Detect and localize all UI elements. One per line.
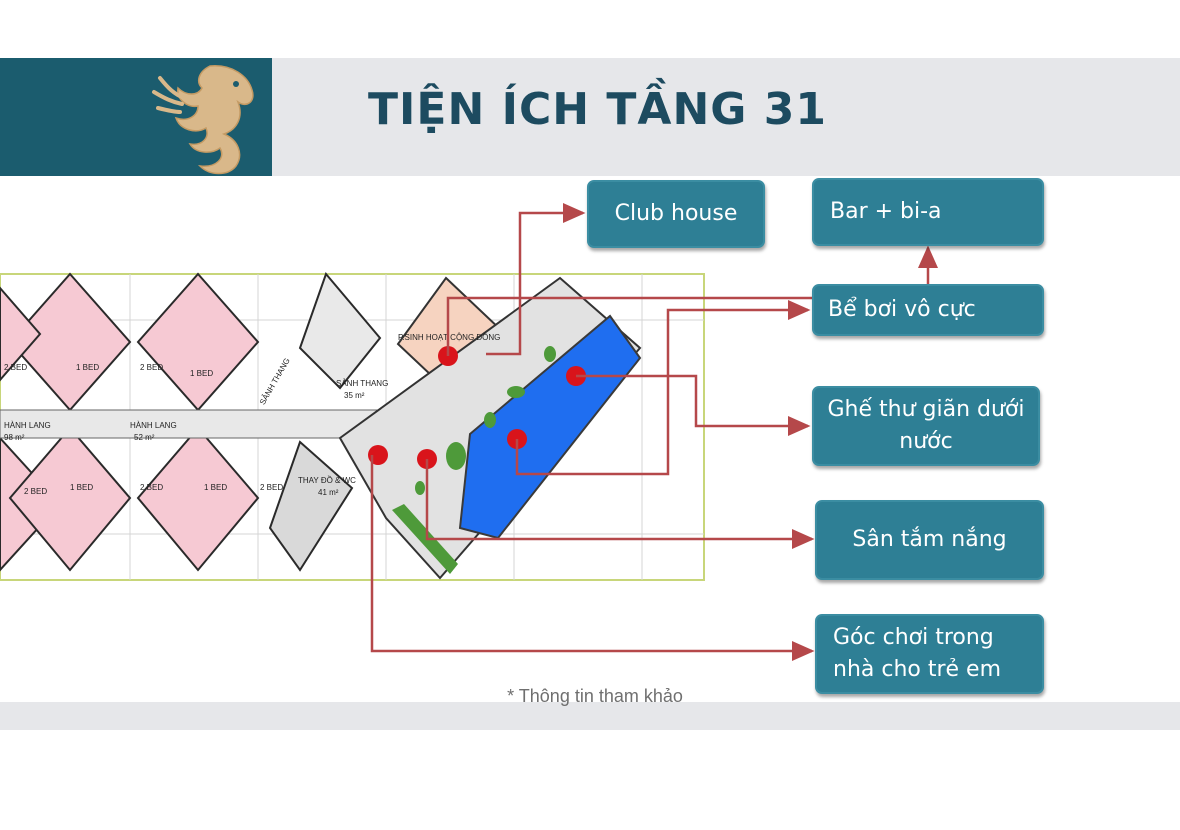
callout-chair: Ghế thư giãn dưới nước [812, 386, 1040, 466]
corridor-area: 98 m² [4, 433, 25, 442]
reference-note: * Thông tin tham khảo [507, 686, 683, 706]
callout-club-house: Club house [587, 180, 765, 248]
callout-pool: Bể bơi vô cực [812, 284, 1044, 336]
callout-sun-label: Sân tắm nắng [852, 527, 1007, 552]
unit-block [268, 440, 354, 572]
slide: TIỆN ÍCH TẦNG 31 [0, 58, 1180, 730]
arrow-chair [576, 374, 811, 436]
unit-block [8, 426, 132, 572]
header-band: TIỆN ÍCH TẦNG 31 [0, 58, 1180, 176]
unit-label: 1 BED [190, 369, 213, 378]
green-strip [392, 504, 458, 574]
arrow-kids [370, 455, 815, 661]
callout-kids-line2: nhà cho trẻ em [833, 657, 1002, 682]
corridor-label: HÀNH LANG [4, 421, 51, 430]
lobby-label: SẢNH THANG [336, 379, 388, 388]
unit-label: 2 BED [140, 483, 163, 492]
floor-plan: HÀNH LANG HÀNH LANG 52 m² 98 m² SẢNH THA… [0, 272, 705, 581]
arrow-sun [425, 459, 815, 549]
unit-label: 2 BED [4, 363, 27, 372]
footer-band [0, 702, 1180, 730]
unit-blocks [0, 272, 382, 572]
callout-kids-line1: Góc chơi trong [833, 625, 994, 650]
unit-label: 2 BED [140, 363, 163, 372]
callout-club-house-label: Club house [614, 201, 738, 226]
corridor-area: 52 m² [134, 433, 155, 442]
unit-label: 1 BED [70, 483, 93, 492]
arrow-club-house [486, 203, 586, 356]
corridor-label: HÀNH LANG [130, 421, 177, 430]
corridor [0, 409, 381, 439]
unit-label: 2 BED [260, 483, 283, 492]
pool [458, 314, 642, 540]
unit-label: 1 BED [76, 363, 99, 372]
changing-room-area: 41 m² [318, 488, 339, 497]
callout-chair-line2: nước [899, 429, 953, 454]
unit-block [136, 426, 260, 572]
unit-block [0, 286, 42, 382]
planters [415, 346, 556, 495]
callout-sun: Sân tắm nắng [815, 500, 1044, 580]
page-title: TIỆN ÍCH TẦNG 31 [368, 84, 827, 135]
callout-kids: Góc chơi trong nhà cho trẻ em [815, 614, 1044, 694]
callout-bar-label: Bar + bi-a [830, 199, 942, 224]
arrow-bar [446, 245, 938, 356]
unit-block [298, 272, 382, 390]
lobby-area: 35 m² [344, 391, 365, 400]
callout-chair-line1: Ghế thư giãn dưới [827, 397, 1025, 422]
callout-arrows [370, 203, 938, 661]
arrow-pool [515, 300, 811, 476]
callout-pool-label: Bể bơi vô cực [828, 297, 976, 322]
unit-label: 1 BED [204, 483, 227, 492]
seahorse-logo-icon [152, 65, 254, 175]
callout-bar: Bar + bi-a [812, 178, 1044, 246]
unit-label: 2 BED [24, 487, 47, 496]
changing-room-label: THAY ĐỒ & WC [298, 475, 356, 485]
